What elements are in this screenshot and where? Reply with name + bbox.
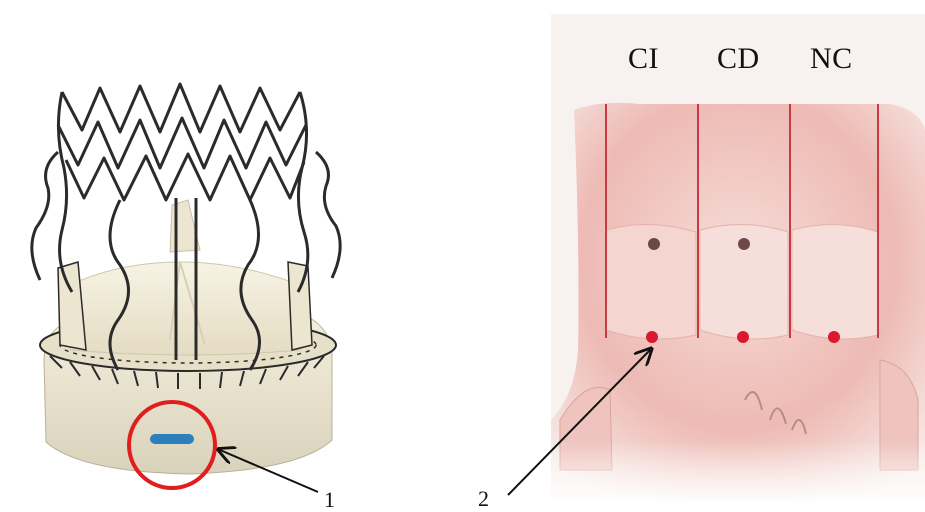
valve-illustration (32, 84, 340, 488)
cusp-label-cd: CD (717, 44, 760, 74)
nadir-dot-cd (737, 331, 749, 343)
callout-label-2: 2 (478, 488, 489, 510)
cusp-label-ci: CI (628, 44, 659, 74)
nadir-dot-nc (828, 331, 840, 343)
nadir-dot-ci (646, 331, 658, 343)
left-coronary-ostium (648, 238, 660, 250)
radiopaque-marker (150, 434, 194, 444)
aortic-root-illustration (551, 14, 925, 500)
callout-label-1: 1 (324, 489, 335, 511)
right-coronary-ostium (738, 238, 750, 250)
cusp-label-nc: NC (810, 44, 853, 74)
